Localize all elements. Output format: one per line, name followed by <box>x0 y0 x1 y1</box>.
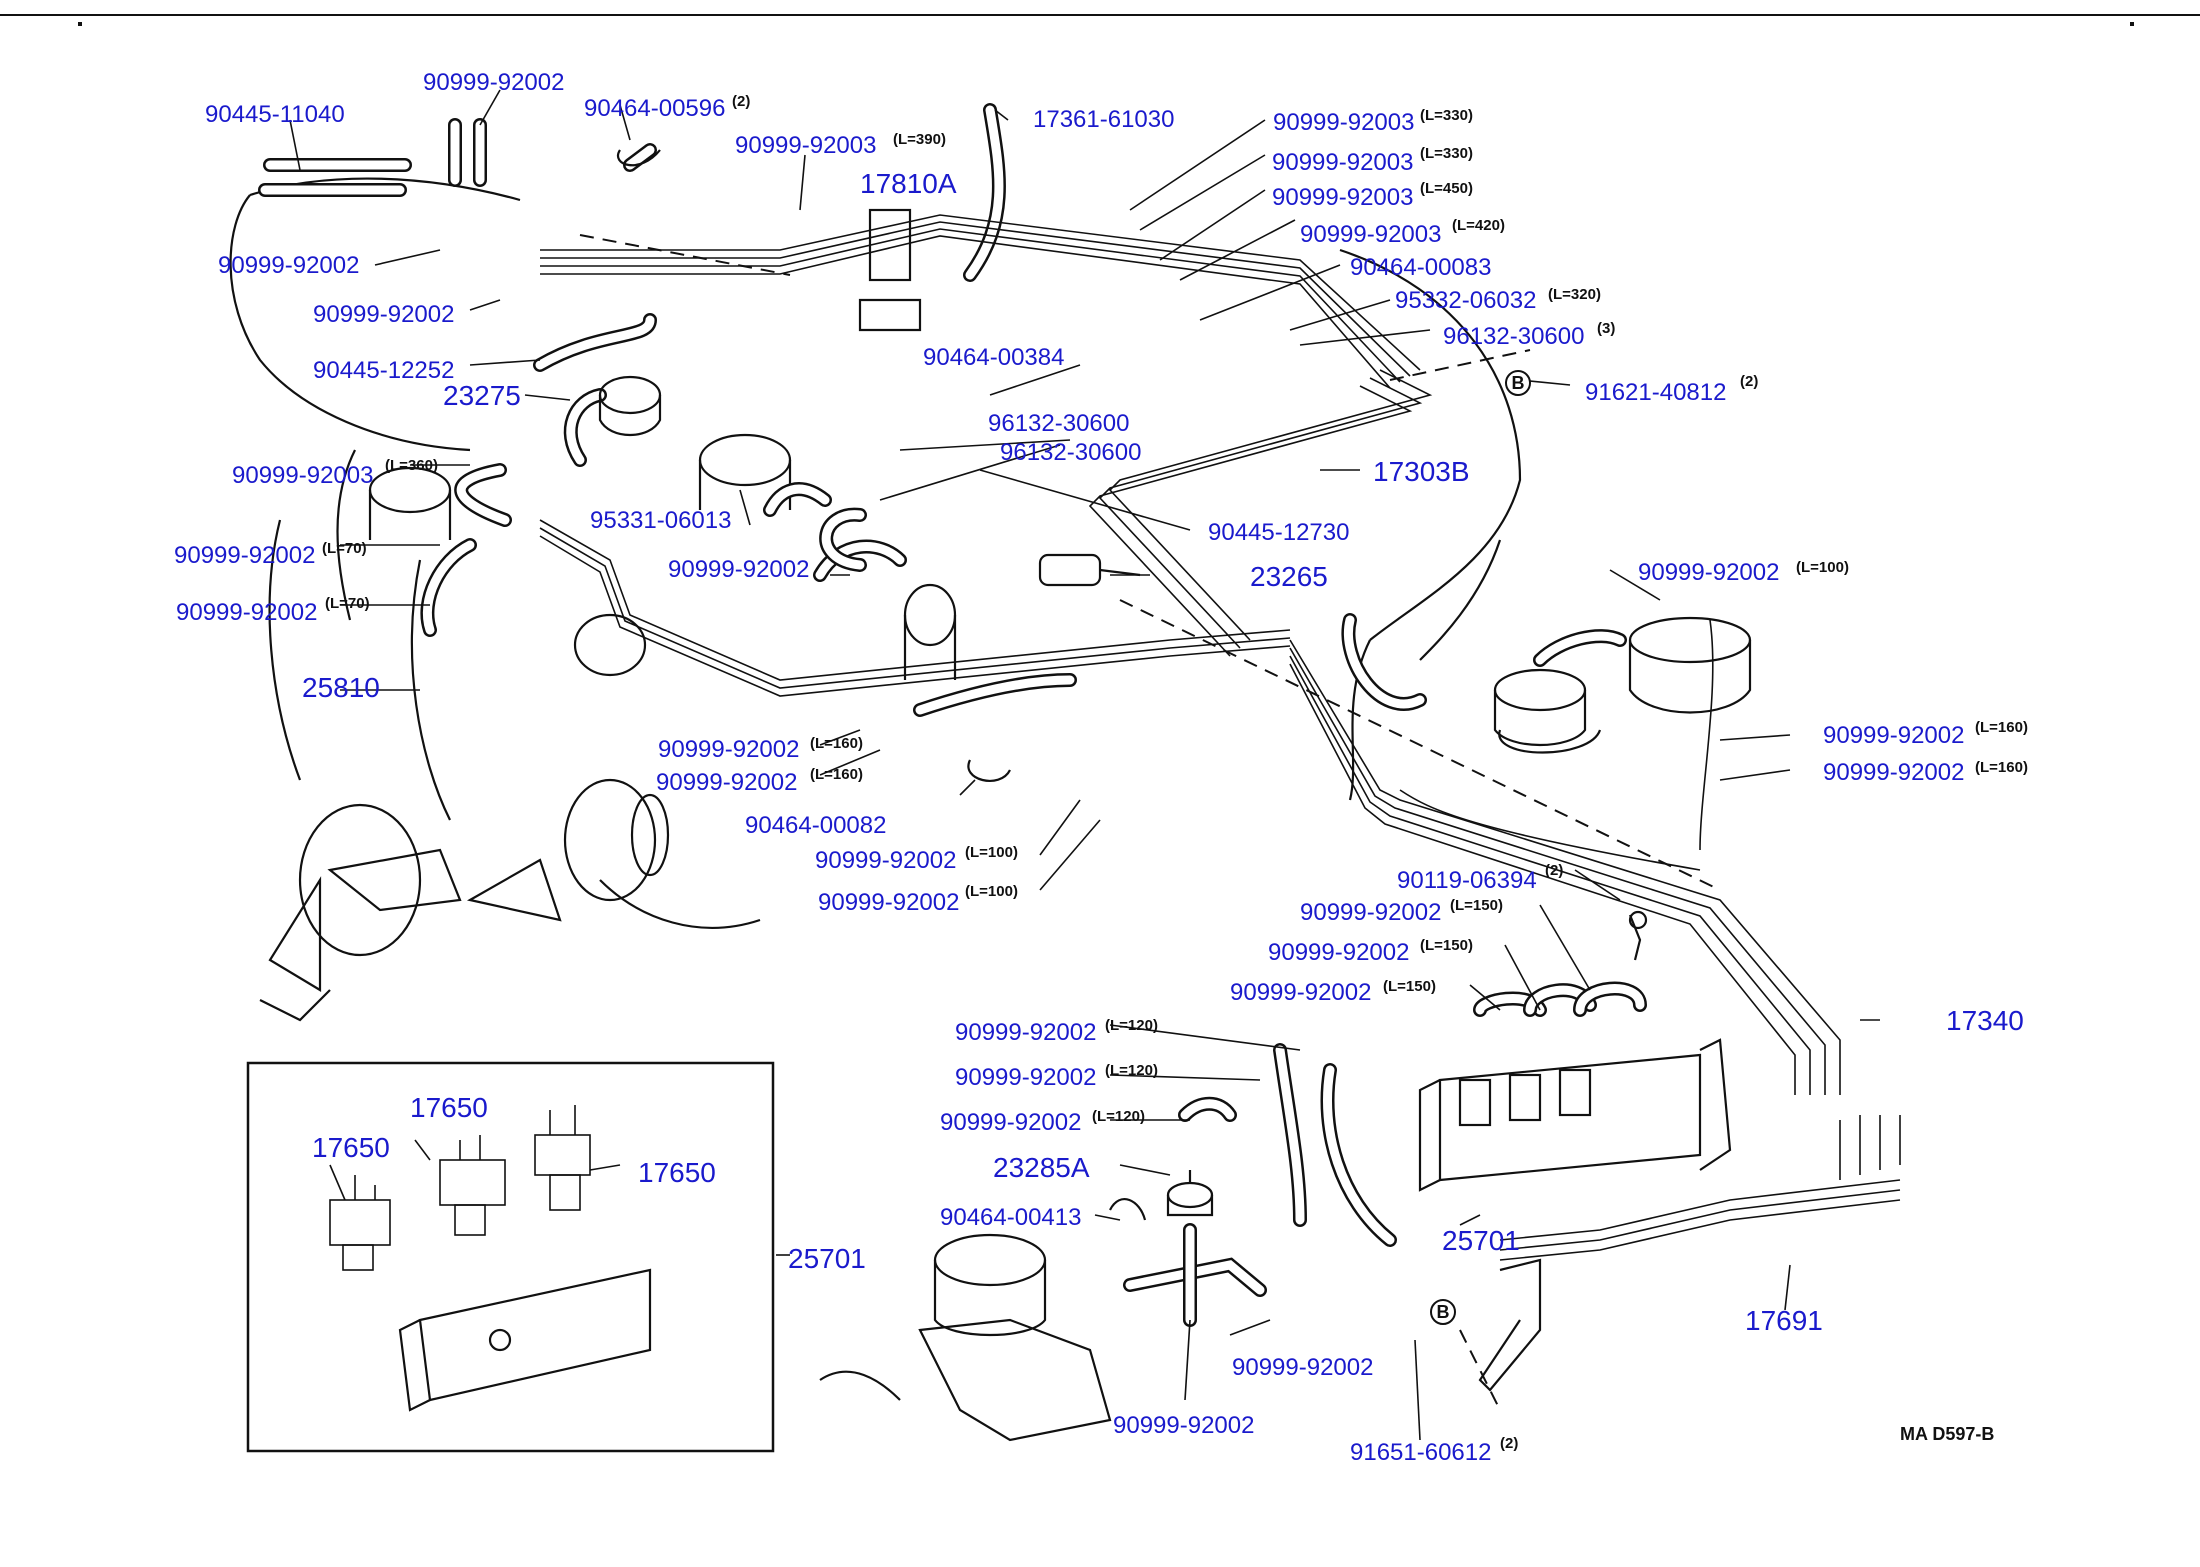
leader-lines <box>289 89 1880 1441</box>
part-label: 17650 <box>312 1132 390 1163</box>
part-label: 90999-92002 <box>313 301 454 328</box>
part-label: 90999-92002 <box>174 542 315 569</box>
part-note: (2) <box>732 93 750 110</box>
part-note: (L=120) <box>1105 1017 1158 1034</box>
part-label: 90445-11040 <box>205 101 345 128</box>
part-note: (L=120) <box>1092 1108 1145 1125</box>
part-label: 90999-92003 <box>735 132 876 159</box>
part-label: 90999-92002 <box>1113 1412 1254 1439</box>
part-label: 90999-92002 <box>818 889 959 916</box>
part-label: 90119-06394 <box>1397 867 1537 894</box>
valves-and-brackets <box>598 149 1732 1442</box>
marker-b: B <box>1505 370 1531 396</box>
part-label: 90999-92002 <box>940 1109 1081 1136</box>
part-label: 90999-92002 <box>1268 939 1409 966</box>
part-label: 25701 <box>788 1243 866 1274</box>
part-label: 90464-00083 <box>1350 254 1491 281</box>
part-label: 17650 <box>410 1092 488 1123</box>
part-label: 95331-06013 <box>590 507 731 534</box>
part-note: (L=450) <box>1420 180 1473 197</box>
part-label: 90999-92002 <box>955 1019 1096 1046</box>
part-label: 90999-92002 <box>1823 722 1964 749</box>
part-note: (L=120) <box>1105 1062 1158 1079</box>
part-label: 90999-92002 <box>658 736 799 763</box>
part-note: (L=330) <box>1420 107 1473 124</box>
part-note: (L=160) <box>1975 759 2028 776</box>
pipe-bundles <box>539 214 1901 1411</box>
part-label: 90999-92002 <box>1300 899 1441 926</box>
part-note: (L=360) <box>385 457 438 474</box>
part-label: 90464-00596 <box>584 95 725 122</box>
part-label: 90999-92002 <box>176 599 317 626</box>
part-label: 96132-30600 <box>988 410 1129 437</box>
part-label: 23285A <box>993 1152 1090 1183</box>
corner-dot <box>78 22 82 26</box>
part-label: 95332-06032 <box>1395 287 1536 314</box>
part-label: 90999-92002 <box>1232 1354 1373 1381</box>
part-note: (2) <box>1740 373 1758 390</box>
part-label: 90464-00413 <box>940 1204 1081 1231</box>
part-label: 90464-00082 <box>745 812 886 839</box>
part-label: 91621-40812 <box>1585 379 1726 406</box>
inset-box <box>246 1061 775 1453</box>
part-note: (3) <box>1597 320 1615 337</box>
part-label: 96132-30600 <box>1443 323 1584 350</box>
page-code: MA D597-B <box>1900 1424 1994 1444</box>
part-note: (L=150) <box>1383 978 1436 995</box>
part-label: 90999-92002 <box>656 769 797 796</box>
part-label: 90999-92002 <box>1638 559 1779 586</box>
part-label: 23265 <box>1250 561 1328 592</box>
part-label: 17303B <box>1373 456 1470 487</box>
part-label: 17810A <box>860 168 957 199</box>
part-note: (L=150) <box>1420 937 1473 954</box>
part-label: 91651-60612 <box>1350 1439 1491 1466</box>
part-label: 17650 <box>638 1157 716 1188</box>
part-note: (L=150) <box>1450 897 1503 914</box>
part-label: 25810 <box>302 672 380 703</box>
part-label: 17340 <box>1946 1005 2024 1036</box>
part-note: (L=70) <box>325 595 370 612</box>
part-note: (L=100) <box>1796 559 1849 576</box>
part-note: (L=320) <box>1548 286 1601 303</box>
part-label: 25701 <box>1442 1225 1520 1256</box>
part-label: 17361-61030 <box>1033 106 1174 133</box>
part-note: (L=420) <box>1452 217 1505 234</box>
part-label: 90999-92002 <box>218 252 359 279</box>
svg-text:B: B <box>1512 373 1525 393</box>
part-note: (2) <box>1500 1435 1518 1452</box>
part-label: 90999-92002 <box>423 69 564 96</box>
part-label: 23275 <box>443 380 521 411</box>
part-note: (L=100) <box>965 883 1018 900</box>
part-note: (L=160) <box>1975 719 2028 736</box>
part-note: (L=390) <box>893 131 946 148</box>
part-label: 90999-92002 <box>1230 979 1371 1006</box>
part-label: 90445-12252 <box>313 357 454 384</box>
part-label: 90999-92002 <box>955 1064 1096 1091</box>
hoses <box>258 103 1647 1327</box>
part-label: 90999-92003 <box>1272 149 1413 176</box>
corner-dot <box>2130 22 2134 26</box>
part-label: 90445-12730 <box>1208 519 1349 546</box>
part-label: 90999-92003 <box>232 462 373 489</box>
part-label: 90464-00384 <box>923 344 1064 371</box>
part-label: 90999-92003 <box>1272 184 1413 211</box>
part-note: (L=70) <box>322 540 367 557</box>
part-note: (2) <box>1545 862 1563 879</box>
part-note: (L=100) <box>965 844 1018 861</box>
part-label: 90999-92003 <box>1273 109 1414 136</box>
part-label: 90999-92002 <box>1823 759 1964 786</box>
part-label: 90999-92002 <box>668 556 809 583</box>
part-note: (L=160) <box>810 735 863 752</box>
part-label: 90999-92002 <box>815 847 956 874</box>
part-label: 90999-92003 <box>1300 221 1441 248</box>
part-label: 96132-30600 <box>1000 439 1141 466</box>
part-label: 17691 <box>1745 1305 1823 1336</box>
svg-text:B: B <box>1437 1302 1450 1322</box>
marker-b: B <box>1430 1299 1456 1325</box>
part-note: (L=160) <box>810 766 863 783</box>
part-note: (L=330) <box>1420 145 1473 162</box>
part-labels: 90445-11040 90999-92002 90464-00596 (2) … <box>174 69 2028 1466</box>
